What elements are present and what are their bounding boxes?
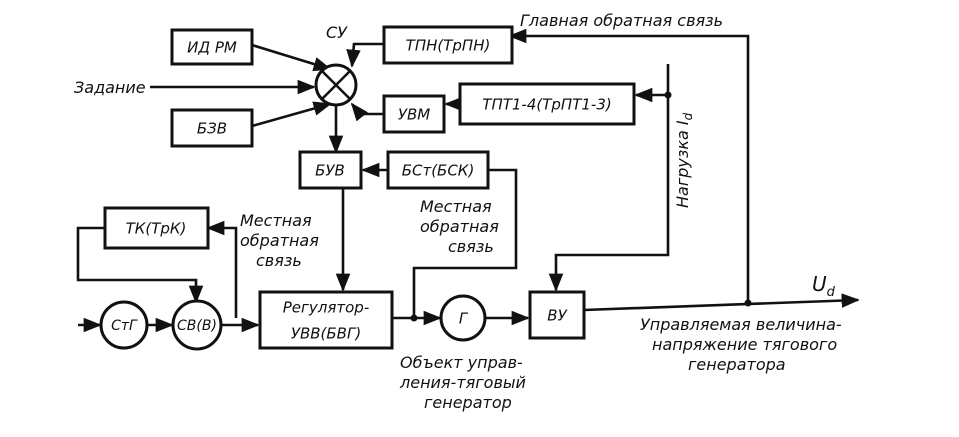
label-local-fb-left-2: обратная xyxy=(240,231,319,250)
label-ud: Ud xyxy=(812,272,836,300)
label-local-fb-right-3: связь xyxy=(448,237,494,256)
block-generator xyxy=(439,294,487,342)
block-tpn-label: ТПН(ТрПН) xyxy=(406,37,491,55)
block-sv xyxy=(171,299,223,351)
block-regulator xyxy=(258,290,394,350)
label-object-3: генератор xyxy=(424,393,512,412)
labels: Задание Главная обратная связь Местная о… xyxy=(74,11,842,412)
block-tpt-label: ТПТ1-4(ТрПТ1-3) xyxy=(482,96,611,114)
label-local-fb-left-1: Местная xyxy=(240,211,312,230)
label-nagruzka-text: Нагрузка Id xyxy=(673,112,695,208)
block-regulator-label-1: Регулятор- xyxy=(283,299,370,317)
line-local-fb-left xyxy=(206,220,238,318)
block-bzv xyxy=(170,108,254,148)
blocks: ИД РМ БЗВ СУ ТПН(ТрПН) УВМ ТПТ1-4(ТрПТ1-… xyxy=(99,23,636,351)
line-tk-sv xyxy=(76,226,204,304)
label-object-2: ления-тяговый xyxy=(399,373,526,392)
block-tpn xyxy=(382,25,514,65)
label-controlled-1: Управляемая величина- xyxy=(640,315,842,334)
line-idrm-su xyxy=(251,43,332,72)
block-sv-label: СВ(В) xyxy=(177,318,217,334)
block-uvm-label: УВМ xyxy=(398,106,430,124)
line-bzv-su xyxy=(251,101,332,128)
block-buv-label: БУВ xyxy=(315,162,345,180)
block-buv xyxy=(298,150,363,190)
block-id-rm-label: ИД РМ xyxy=(187,39,237,57)
block-bst-label: БСт(БСК) xyxy=(402,162,475,180)
label-controlled-3: генератора xyxy=(688,355,786,374)
label-nagruzka: Нагрузка Id xyxy=(673,112,695,208)
label-local-fb-right-1: Местная xyxy=(420,197,492,216)
label-local-fb-left-3: связь xyxy=(256,251,302,270)
line-load-vu xyxy=(548,64,670,292)
summator-cross-icon xyxy=(321,70,351,100)
block-bzv-label: БЗВ xyxy=(197,120,227,138)
block-regulator-label-2: УВВ(БВГ) xyxy=(291,325,361,343)
summator-label: СУ xyxy=(326,23,348,42)
block-tpt xyxy=(458,82,636,126)
line-tpn-su xyxy=(346,42,384,68)
connections xyxy=(76,28,860,333)
label-object-1: Объект управ- xyxy=(400,353,523,372)
block-generator-label: Г xyxy=(459,310,469,328)
line-local-fb-right xyxy=(412,168,518,318)
block-tk-label: ТК(ТрК) xyxy=(126,220,187,238)
label-controlled-2: напряжение тягового xyxy=(652,335,837,354)
label-main-feedback: Главная обратная связь xyxy=(520,11,723,30)
block-id-rm xyxy=(170,28,254,66)
block-tk xyxy=(103,206,210,250)
block-vu xyxy=(528,290,586,340)
block-stg-label: СтГ xyxy=(111,318,138,334)
line-uvm-su xyxy=(350,102,384,122)
label-zadanie: Задание xyxy=(74,78,146,97)
block-bst xyxy=(386,150,490,190)
line-output-ud xyxy=(583,293,860,312)
block-vu-label: ВУ xyxy=(547,307,567,325)
label-local-fb-right-2: обратная xyxy=(420,217,499,236)
block-uvm xyxy=(382,94,446,134)
block-stg xyxy=(99,300,149,350)
line-main-feedback xyxy=(512,34,750,303)
